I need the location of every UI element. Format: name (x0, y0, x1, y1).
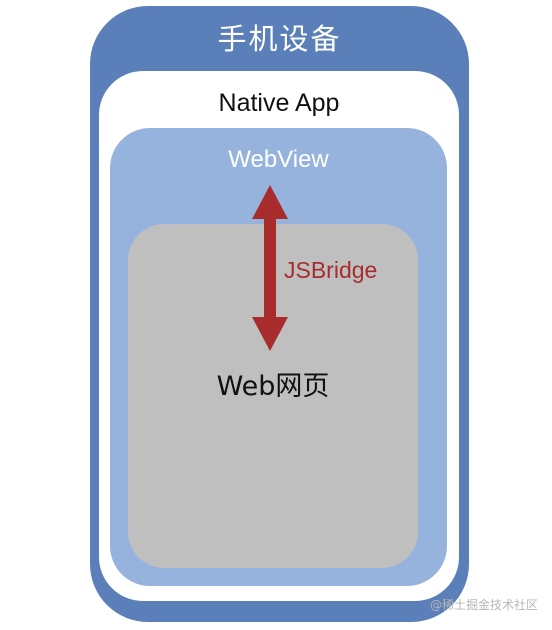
native-app-title: Native App (218, 89, 340, 117)
watermark-text: @稀土掘金技术社区 (430, 598, 539, 612)
jsbridge-label: JSBridge (284, 257, 378, 283)
jsbridge-double-arrow-icon (252, 185, 288, 351)
webview-title: WebView (228, 146, 329, 173)
web-page-title: Web网页 (216, 371, 330, 402)
phone-device-title: 手机设备 (217, 22, 342, 56)
jsbridge-arrow-shape (252, 185, 288, 351)
web-page-box: Web网页 (128, 224, 418, 568)
